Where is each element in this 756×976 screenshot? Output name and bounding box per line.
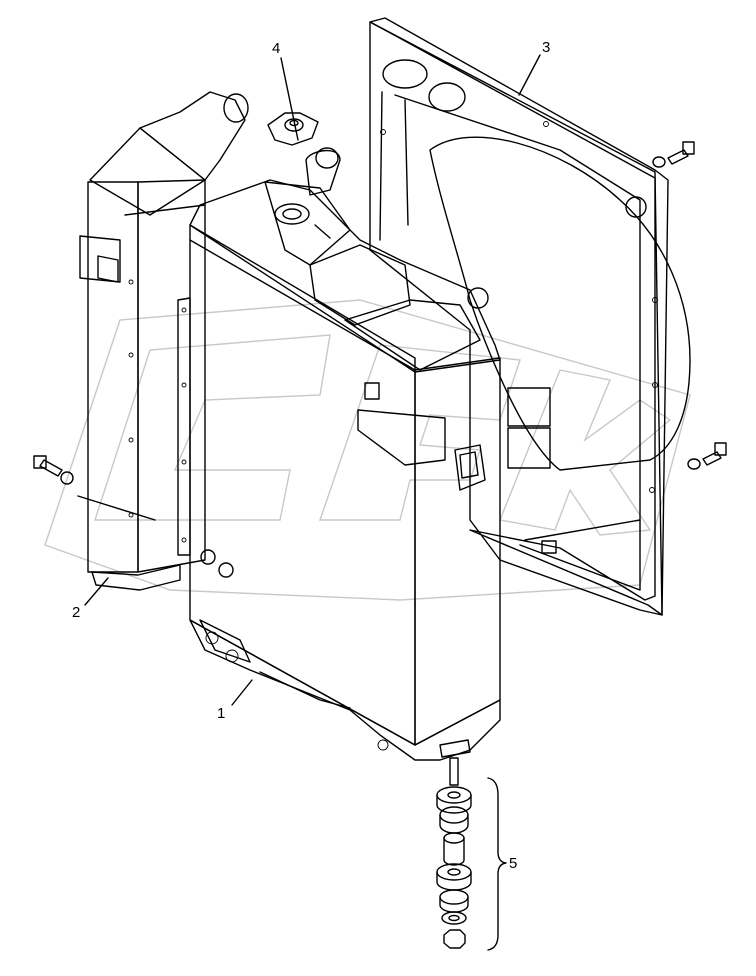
shroud-bolt-upper — [652, 141, 695, 168]
watermark-logo — [44, 299, 691, 601]
callout-1: 1 — [217, 705, 225, 722]
callout-2: 2 — [72, 604, 80, 621]
callout-4: 4 — [272, 40, 280, 57]
callout-5: 5 — [509, 855, 517, 872]
shroud-bolt-lower — [687, 442, 727, 470]
callout-3: 3 — [542, 39, 550, 56]
radiator — [177, 147, 501, 761]
fan-shroud — [369, 17, 691, 616]
leader-lines — [77, 54, 641, 951]
mounting-kit — [436, 757, 472, 949]
oil-cooler — [79, 91, 249, 591]
oil-cooler-bolt — [33, 455, 74, 485]
